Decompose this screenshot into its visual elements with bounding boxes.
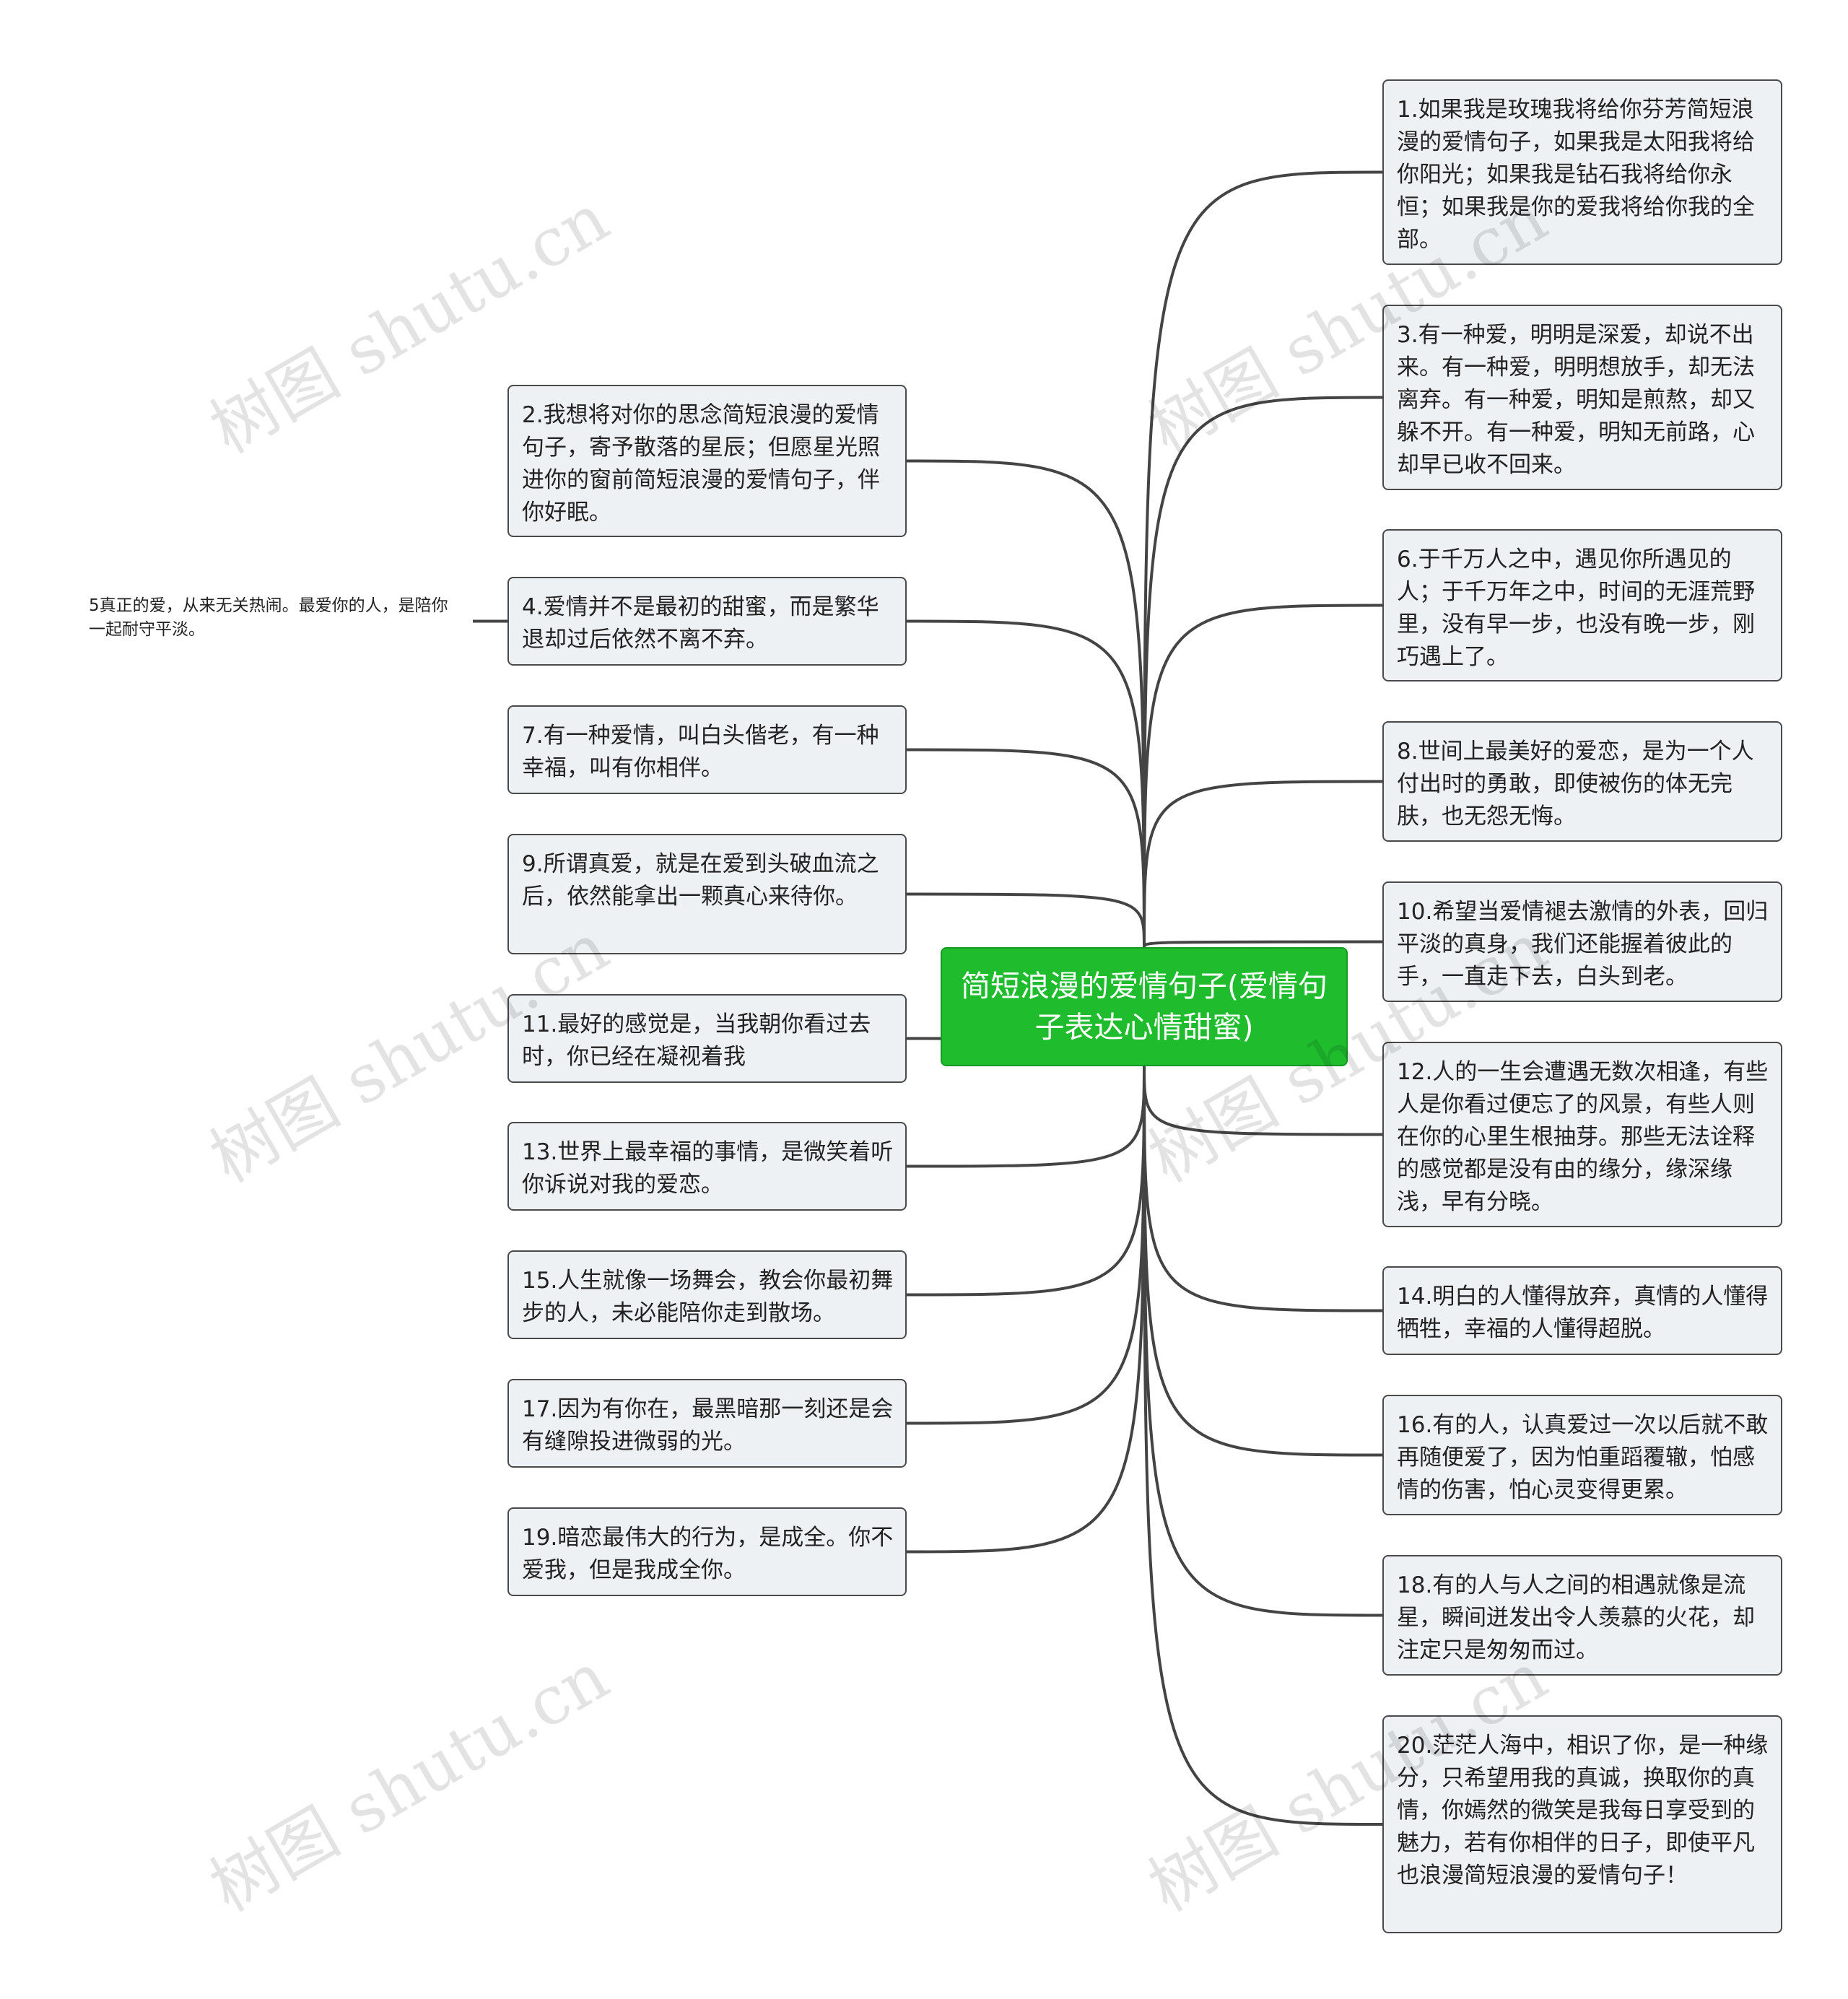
topic-node-12[interactable]: 12.人的一生会遭遇无数次相逢，有些人是你看过便忘了的风景，有些人则在你的心里生… xyxy=(1382,1042,1782,1227)
connector-topic-node-18 xyxy=(1143,1066,1383,1617)
connector-topic-node-12 xyxy=(1143,1066,1383,1136)
topic-node-16[interactable]: 16.有的人，认真爱过一次以后就不敢再随便爱了，因为怕重蹈覆辙，怕感情的伤害，怕… xyxy=(1382,1395,1782,1515)
topic-node-6[interactable]: 6.于千万人之中，遇见你所遇见的人；于千万年之中，时间的无涯荒野里，没有早一步，… xyxy=(1382,529,1782,681)
connector-topic-node-1 xyxy=(1143,170,1383,948)
topic-node-4[interactable]: 4.爱情并不是最初的甜蜜，而是繁华退却过后依然不离不弃。 xyxy=(507,577,907,666)
topic-node-14[interactable]: 14.明白的人懂得放弃，真情的人懂得牺牲，幸福的人懂得超脱。 xyxy=(1382,1266,1782,1355)
topic-node-15[interactable]: 15.人生就像一场舞会，教会你最初舞步的人，未必能陪你走到散场。 xyxy=(507,1250,907,1339)
topic-node-1[interactable]: 1.如果我是玫瑰我将给你芬芳简短浪漫的爱情句子，如果我是太阳我将给你阳光；如果我… xyxy=(1382,79,1782,265)
topic-node-19[interactable]: 19.暗恋最伟大的行为，是成全。你不爱我，但是我成全你。 xyxy=(507,1507,907,1596)
topic-node-20[interactable]: 20.茫茫人海中，相识了你，是一种缘分，只希望用我的真诚，换取你的真情，你嫣然的… xyxy=(1382,1715,1782,1933)
topic-node-11[interactable]: 11.最好的感觉是，当我朝你看过去时，你已经在凝视着我 xyxy=(507,994,907,1083)
connector-topic-node-9 xyxy=(906,892,1146,948)
topic-node-13[interactable]: 13.世界上最幸福的事情，是微笑着听你诉说对我的爱恋。 xyxy=(507,1122,907,1211)
topic-node-3[interactable]: 3.有一种爱，明明是深爱，却说不出来。有一种爱，明明想放手，却无法离弃。有一种爱… xyxy=(1382,305,1782,490)
connector-topic-node-16 xyxy=(1143,1066,1383,1457)
connector-topic-node-8 xyxy=(1143,780,1383,948)
connector-topic-node-19 xyxy=(906,1066,1146,1554)
connector-topic-node-14 xyxy=(1143,1066,1383,1312)
connector-topic-node-17 xyxy=(906,1066,1146,1425)
topic-node-2[interactable]: 2.我想将对你的思念简短浪漫的爱情句子，寄予散落的星辰；但愿星光照进你的窗前简短… xyxy=(507,385,907,537)
connector-topic-node-10 xyxy=(1143,940,1383,948)
topic-node-9[interactable]: 9.所谓真爱，就是在爱到头破血流之后，依然能拿出一颗真心来待你。 xyxy=(507,834,907,954)
central-topic[interactable]: 简短浪漫的爱情句子(爱情句子表达心情甜蜜) xyxy=(941,947,1348,1066)
connector-topic-node-20 xyxy=(1143,1066,1383,1826)
topic-node-10[interactable]: 10.希望当爱情褪去激情的外表，回归平淡的真身，我们还能握着彼此的手，一直走下去… xyxy=(1382,881,1782,1002)
connector-topic-node-3 xyxy=(1143,396,1383,948)
subtopic-leaf-5[interactable]: 5真正的爱，从来无关热闹。最爱你的人，是陪你一起耐守平淡。 xyxy=(89,596,448,639)
connector-topic-node-15 xyxy=(906,1066,1146,1297)
connector-topic-node-6 xyxy=(1143,604,1383,948)
connector-topic-node-13 xyxy=(906,1066,1146,1168)
topic-node-7[interactable]: 7.有一种爱情，叫白头偕老，有一种幸福，叫有你相伴。 xyxy=(507,705,907,794)
connector-topic-node-2 xyxy=(906,459,1146,948)
topic-node-17[interactable]: 17.因为有你在，最黑暗那一刻还是会有缝隙投进微弱的光。 xyxy=(507,1379,907,1468)
connector-topic-node-7 xyxy=(906,748,1146,948)
topic-node-8[interactable]: 8.世间上最美好的爱恋，是为一个人付出时的勇敢，即使被伤的体无完肤，也无怨无悔。 xyxy=(1382,721,1782,842)
topic-node-18[interactable]: 18.有的人与人之间的相遇就像是流星，瞬间迸发出令人羡慕的火花，却注定只是匆匆而… xyxy=(1382,1555,1782,1676)
